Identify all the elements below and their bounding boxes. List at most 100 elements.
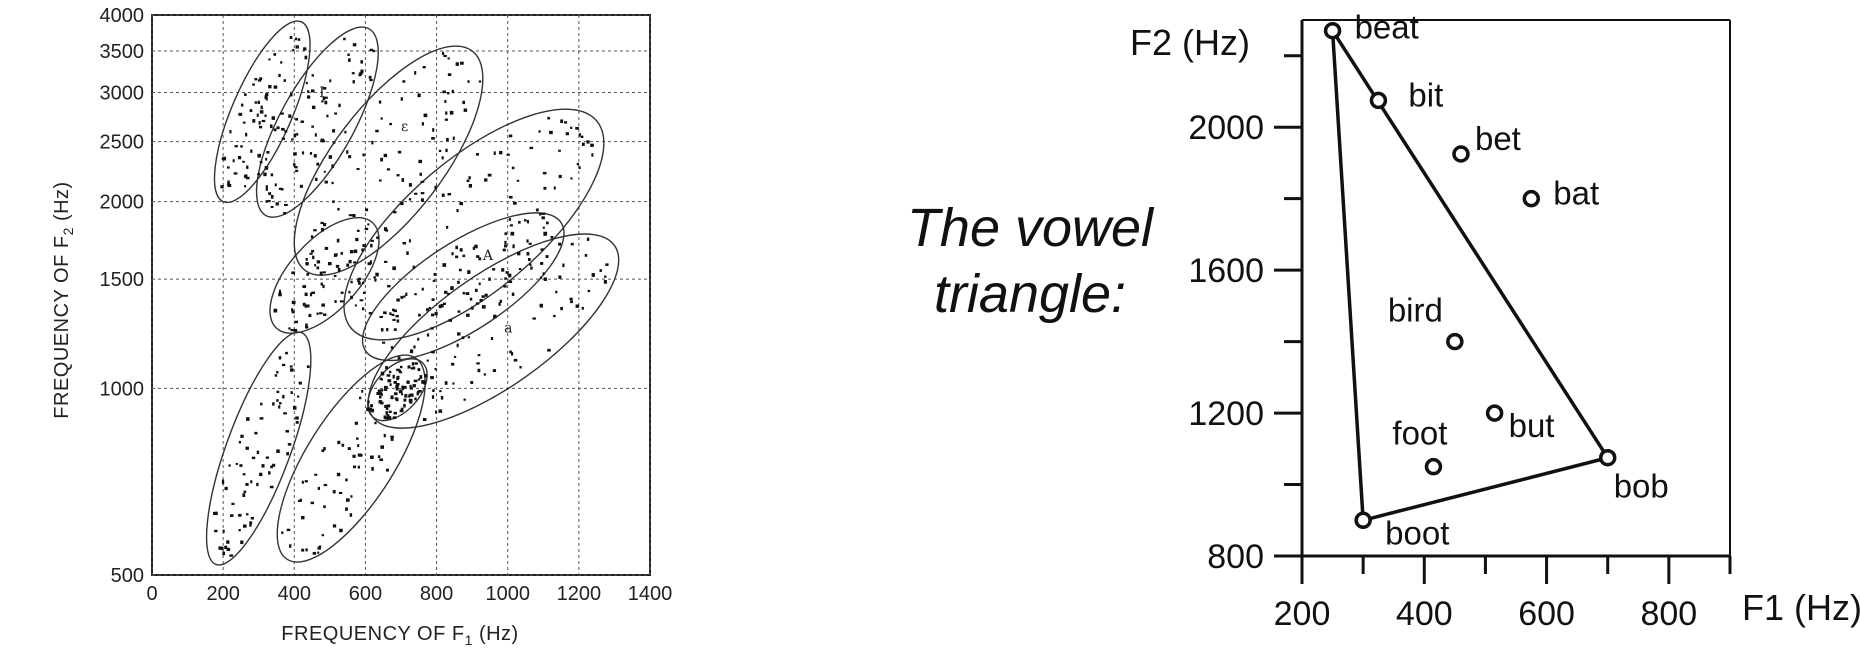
scan-data-dot [393, 309, 397, 313]
scan-data-dot [359, 71, 363, 75]
scan-data-dot [545, 221, 549, 225]
scan-data-dot [292, 406, 297, 410]
scan-data-dot [434, 410, 438, 414]
scan-data-dot [380, 389, 384, 392]
scan-data-dot [305, 304, 310, 308]
scan-data-dot [545, 255, 549, 259]
scan-data-dot [336, 238, 340, 243]
scan-data-dot [258, 79, 262, 82]
scan-data-dot [370, 407, 373, 412]
scan-data-dot [504, 244, 508, 248]
scan-data-dot [426, 333, 430, 337]
scan-data-dot [539, 276, 542, 279]
scan-data-dot [390, 437, 394, 441]
scan-data-dot [295, 37, 298, 41]
scan-data-dot [238, 513, 242, 517]
scan-data-dot [317, 486, 321, 490]
scan-data-dot [240, 540, 244, 545]
scan-data-dot [313, 229, 317, 232]
scan-data-dot [453, 355, 457, 358]
scan-data-dot [365, 208, 369, 212]
scan-data-dot [252, 83, 255, 86]
scan-data-dot [294, 165, 298, 169]
scan-data-dot [478, 257, 482, 261]
scan-data-dot [387, 284, 391, 288]
scan-data-dot [378, 100, 382, 104]
scan-data-dot [267, 200, 271, 203]
scan-data-dot [555, 290, 558, 294]
scan-data-dot [462, 254, 466, 258]
scan-data-dot [455, 255, 459, 259]
scan-data-dot [586, 237, 590, 241]
scan-data-dot [481, 295, 485, 298]
scan-x-tick-label: 600 [349, 583, 382, 605]
scan-data-dot [278, 73, 281, 78]
scan-data-dot [311, 105, 316, 110]
scan-data-dot [392, 416, 397, 420]
scan-data-dot [395, 384, 399, 388]
scan-data-dot [257, 153, 261, 158]
scan-data-dot [249, 109, 253, 113]
scan-data-dot [281, 127, 285, 131]
scan-data-dot [305, 261, 309, 266]
scan-data-dot [504, 240, 507, 245]
tri-vowel-label: bob [1614, 468, 1669, 505]
scan-data-dot [487, 173, 492, 177]
scan-data-dot [467, 80, 470, 83]
scan-data-dot [251, 456, 256, 460]
scan-data-dot [414, 397, 417, 401]
scan-data-dot [302, 302, 306, 307]
scan-data-dot [249, 522, 252, 527]
scan-data-dot [493, 314, 497, 319]
scan-data-dot [395, 387, 399, 391]
scan-data-dot [246, 165, 249, 169]
scan-data-dot [322, 271, 326, 274]
scan-data-dot [257, 100, 260, 105]
scan-data-dot [324, 180, 328, 184]
scan-data-dot [402, 80, 406, 83]
scan-data-dot [369, 48, 374, 52]
scan-data-dot [311, 291, 316, 294]
scan-data-dot [374, 421, 377, 425]
scan-data-dot [542, 226, 545, 229]
scan-data-dot [307, 95, 311, 99]
scan-data-dot [222, 551, 226, 556]
scan-data-dot [451, 89, 454, 94]
scan-data-dot [406, 251, 409, 255]
scan-data-dot [332, 490, 336, 494]
scan-data-dot [344, 130, 347, 134]
scan-data-dot [422, 418, 427, 422]
scan-data-dot [266, 150, 270, 154]
scan-data-dot [392, 318, 396, 322]
scan-data-dot [297, 499, 302, 503]
scan-data-dot [407, 365, 411, 369]
scan-data-dot [417, 368, 421, 372]
scan-data-dot [281, 363, 286, 367]
scan-data-dot [376, 392, 380, 396]
scan-data-dot [286, 452, 289, 456]
scan-data-dot [312, 551, 317, 555]
scan-data-dot [273, 128, 277, 132]
scan-data-dot [492, 369, 497, 373]
scan-data-dot [229, 130, 232, 134]
scan-data-dot [493, 151, 496, 155]
scan-data-dot [467, 336, 471, 339]
scan-data-dot [347, 53, 350, 56]
scan-data-dot [511, 166, 515, 170]
scan-data-dot [383, 415, 386, 419]
scan-data-dot [458, 268, 462, 272]
scan-data-dot [562, 263, 565, 268]
scan-data-dot [308, 313, 312, 318]
scan-data-dot [366, 407, 370, 412]
scan-x-axis-subscript: 1 [465, 632, 473, 648]
scan-data-dot [395, 397, 399, 402]
scan-vowel-ellipse [293, 45, 484, 276]
scan-data-dot [305, 257, 308, 261]
scan-data-dot [334, 300, 337, 303]
scan-data-dot [273, 85, 278, 89]
caption-line-2: triangle: [933, 264, 1127, 324]
scan-data-dot [462, 100, 466, 105]
scan-data-dot [245, 513, 249, 516]
scan-y-tick-label: 3500 [100, 41, 145, 63]
